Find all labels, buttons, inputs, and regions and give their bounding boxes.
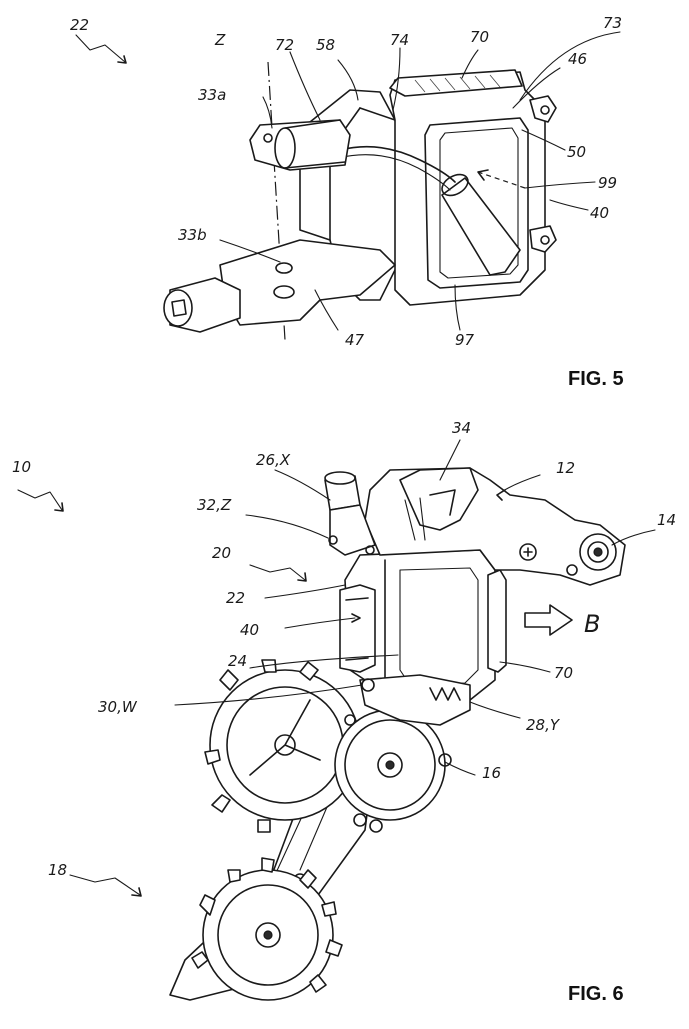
- fig5-label-8: 33a: [198, 86, 226, 104]
- fig6-caption: FIG. 6: [568, 983, 624, 1005]
- fig5-label-7: 46: [568, 50, 587, 68]
- fig6-label-4: 32,Z: [197, 496, 232, 514]
- fig5-label-10: 99: [598, 174, 617, 192]
- cell-99: [441, 177, 521, 276]
- fig5-label-13: 47: [345, 331, 365, 349]
- battery-40: [339, 584, 376, 673]
- fig5-label-2: 72: [275, 36, 294, 54]
- arm-47: [219, 239, 396, 326]
- lower-pulley: [191, 857, 343, 1001]
- fig6-label-10: 24: [228, 652, 247, 670]
- direction-arrow-b: [524, 604, 573, 636]
- spring-28: [429, 687, 461, 701]
- fig6-label-14: 16: [482, 764, 501, 782]
- arm-33a: [249, 119, 351, 171]
- upper-pulley-back: [204, 659, 361, 833]
- fig5-label-14: 97: [455, 331, 475, 349]
- fig5-drawing: [75, 31, 621, 341]
- fig6-label-11: 70: [554, 664, 573, 682]
- fig5-label-12: 33b: [178, 226, 207, 244]
- fig5-label-11: 40: [590, 204, 609, 222]
- fig5-caption: FIG. 5: [568, 368, 624, 390]
- fig6-label-1: 34: [452, 419, 471, 437]
- fig5-label-9: 50: [567, 143, 586, 161]
- front-pulley-16: [334, 709, 452, 821]
- fig6-label-5: 14: [657, 511, 676, 529]
- cover-70: [487, 569, 507, 673]
- fig5-label-1: Z: [214, 31, 226, 49]
- fig6-label-7: 22: [226, 589, 245, 607]
- fig5-label-0: 22: [70, 16, 89, 34]
- fig6-label-3: 12: [556, 459, 575, 477]
- cable: [339, 145, 456, 183]
- pivot-32: [329, 504, 376, 556]
- fig6-label-6: 20: [212, 544, 231, 562]
- fig6-label-15: 18: [48, 861, 67, 879]
- fig5-labels: 22 Z 72 58 74 70 73 46 33a 50 99 40 33b …: [70, 14, 624, 390]
- fig5-label-3: 58: [316, 36, 335, 54]
- window-frame-97: [424, 117, 529, 289]
- fig6-label-2: 26,X: [256, 451, 291, 469]
- fig6-label-0: 10: [12, 458, 31, 476]
- fig5-label-5: 70: [470, 28, 489, 46]
- axis-z-line: [267, 61, 286, 341]
- fig5-label-4: 74: [390, 31, 409, 49]
- fig5-label-6: 73: [603, 14, 622, 32]
- fig6-labels: 10 34 26,X 12 32,Z 14 20 22 40 B 24 70 3…: [12, 419, 676, 1005]
- fig6-label-9: B: [584, 610, 600, 638]
- fig6-label-12: 30,W: [98, 698, 138, 716]
- fig6-label-13: 28,Y: [526, 716, 561, 734]
- fig6-drawing: [17, 439, 656, 1001]
- fig6-label-8: 40: [240, 621, 259, 639]
